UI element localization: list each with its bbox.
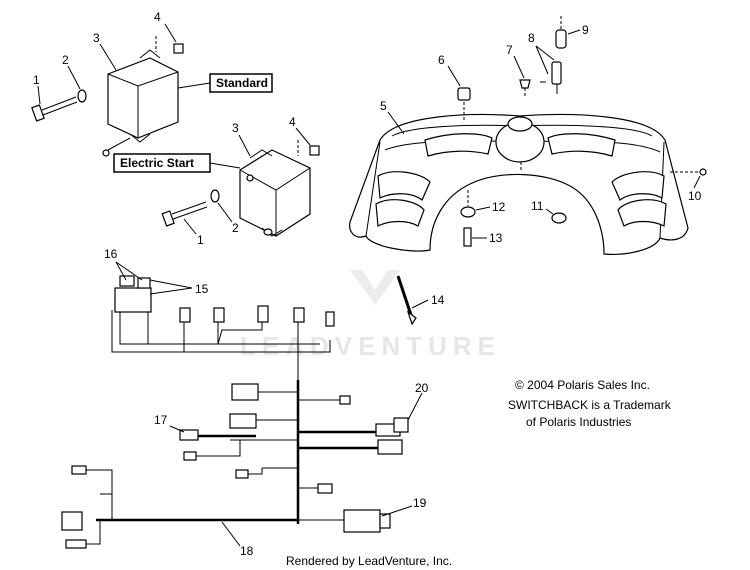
leader-15a: [149, 287, 193, 295]
leader-4a: [164, 23, 177, 43]
regulator-electric-start: [239, 149, 311, 237]
watermark: LEADVENTURE: [240, 270, 501, 361]
leader-6: [447, 65, 461, 87]
leader-18: [221, 521, 241, 547]
watermark-logo: [350, 270, 400, 305]
leader-3a: [99, 43, 117, 71]
part-number-1b: 1: [197, 233, 204, 247]
electric-start-callout: Electric Start: [113, 153, 241, 173]
washer-2b: [210, 189, 220, 203]
leader-2a: [67, 65, 81, 90]
leader-8a: [535, 45, 549, 75]
leader-12: [475, 206, 491, 211]
part-number-2a: 2: [62, 53, 69, 67]
leader-4b: [295, 127, 311, 146]
grommet-6: [457, 87, 471, 120]
part-number-18: 18: [240, 544, 254, 558]
grommet-12: [460, 190, 476, 218]
part-number-3a: 3: [93, 31, 100, 45]
nut-4a: [155, 36, 184, 54]
standard-label: Standard: [216, 76, 268, 90]
wiring-harness: [61, 275, 409, 549]
ground-terminal-standard: [102, 137, 131, 157]
part-number-7: 7: [506, 43, 513, 57]
standard-callout: Standard: [177, 73, 273, 93]
standard-regulator-assembly: 1 2 3 4 Standard: [31, 10, 273, 157]
leader-9: [567, 29, 581, 35]
part-number-3b: 3: [232, 121, 239, 135]
leader-10: [693, 175, 701, 189]
bulb-8: [540, 61, 562, 94]
part-number-11: 11: [531, 199, 544, 213]
regulator-standard: [107, 49, 179, 143]
copyright-notice: © 2004 Polaris Sales Inc. SWITCHBACK is …: [508, 378, 672, 429]
footer-credit: Rendered by LeadVenture, Inc.: [286, 554, 452, 568]
part-number-5: 5: [380, 99, 387, 113]
leader-2b: [217, 202, 233, 223]
leader-15b: [149, 279, 193, 289]
leader-16b: [115, 261, 143, 281]
leader-20: [407, 392, 423, 421]
part-number-15: 15: [195, 282, 209, 296]
electric-start-label: Electric Start: [120, 156, 194, 170]
connector-20: [393, 417, 409, 433]
bulb-socket-7: [519, 79, 531, 96]
electric-start-regulator-assembly: Electric Start 3 4 1 2: [113, 115, 320, 247]
part-number-14: 14: [431, 293, 445, 307]
part-number-6: 6: [438, 53, 445, 67]
ground-terminal-electric: [246, 174, 254, 182]
washer-2a: [77, 89, 87, 103]
bolt-1a: [31, 96, 78, 122]
leader-1b: [183, 218, 197, 235]
grommet-11: [551, 212, 567, 224]
leader-5: [387, 111, 405, 135]
bulb-9: [555, 16, 567, 49]
trademark-text-line2: of Polaris Industries: [526, 415, 631, 429]
part-number-13: 13: [489, 231, 503, 245]
leader-17: [169, 425, 185, 433]
part-number-10: 10: [688, 189, 702, 203]
part-number-9: 9: [582, 23, 589, 37]
leader-16a: [115, 261, 127, 281]
part-number-1a: 1: [33, 73, 40, 87]
copyright-text: © 2004 Polaris Sales Inc.: [515, 378, 650, 392]
leader-1a: [37, 85, 41, 105]
connector-19: [343, 509, 381, 533]
part-number-12: 12: [492, 200, 506, 214]
part-number-4a: 4: [154, 10, 161, 24]
leader-19: [381, 505, 413, 517]
pin-13: [463, 227, 472, 247]
bolt-1b: [161, 201, 208, 227]
nut-4b: [297, 140, 320, 156]
console-assembly: 5 6 7 8 9 10: [349, 16, 707, 326]
console-panel: [349, 113, 689, 255]
leader-11: [545, 208, 554, 215]
part-number-20: 20: [415, 381, 429, 395]
leader-8b: [535, 45, 555, 61]
connector-17: [179, 429, 199, 441]
part-number-16: 16: [104, 247, 118, 261]
leader-14: [411, 299, 429, 309]
leader-7: [513, 55, 525, 79]
part-number-8: 8: [528, 31, 535, 45]
part-number-4b: 4: [289, 115, 296, 129]
part-number-19: 19: [413, 496, 427, 510]
connector-15-16: [114, 287, 152, 313]
part-number-17: 17: [154, 413, 168, 427]
trademark-text-line1: SWITCHBACK is a Trademark: [508, 398, 672, 412]
cable-tie-14: [396, 275, 417, 326]
part-number-2b: 2: [232, 221, 239, 235]
screw-10: [670, 168, 707, 176]
watermark-text: LEADVENTURE: [240, 331, 501, 361]
leader-3b: [238, 134, 251, 157]
